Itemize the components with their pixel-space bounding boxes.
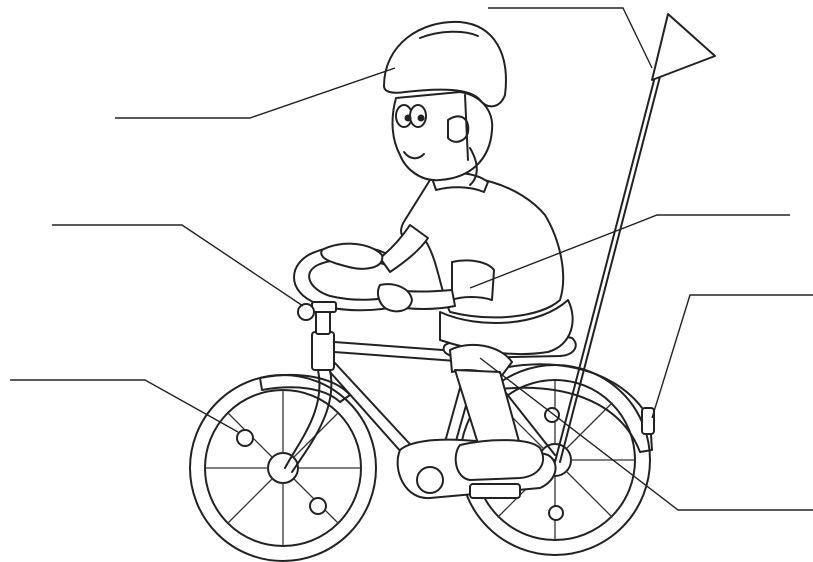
bell-leader: [52, 225, 303, 306]
pedal: [470, 484, 520, 498]
rear-reflector: [642, 408, 654, 434]
front-wheel: [190, 375, 376, 561]
front-wheel-reflector-leader: [10, 380, 238, 432]
front-wheel-reflector: [310, 498, 326, 514]
rear-wheel-reflector: [549, 506, 563, 520]
rear-reflector-leader: [652, 295, 813, 418]
flag-leader: [488, 8, 652, 68]
safety-flag: [555, 14, 715, 462]
helmet-leader: [115, 68, 395, 118]
reflective-armband: [452, 260, 494, 300]
front-wheel-reflector: [237, 430, 253, 446]
